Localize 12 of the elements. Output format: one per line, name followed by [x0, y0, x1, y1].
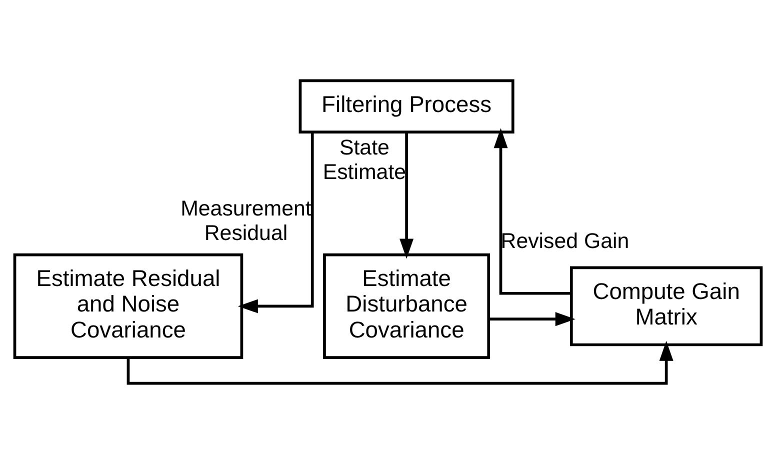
edge-label: Measurement Residual: [180, 196, 312, 244]
arrow: [494, 128, 571, 294]
arrow: [238, 132, 314, 313]
node-box: Compute Gain Matrix: [570, 266, 763, 346]
arrow: [126, 340, 674, 384]
arrow: [400, 132, 414, 258]
node-box: Estimate Residual and Noise Covariance: [13, 252, 244, 359]
edge-label: State Estimate: [322, 135, 406, 184]
node-box: Estimate Disturbance Covariance: [323, 252, 490, 359]
arrow: [488, 312, 576, 326]
edge-label: Revised Gain: [500, 228, 630, 252]
node-box: Filtering Process: [298, 78, 514, 134]
